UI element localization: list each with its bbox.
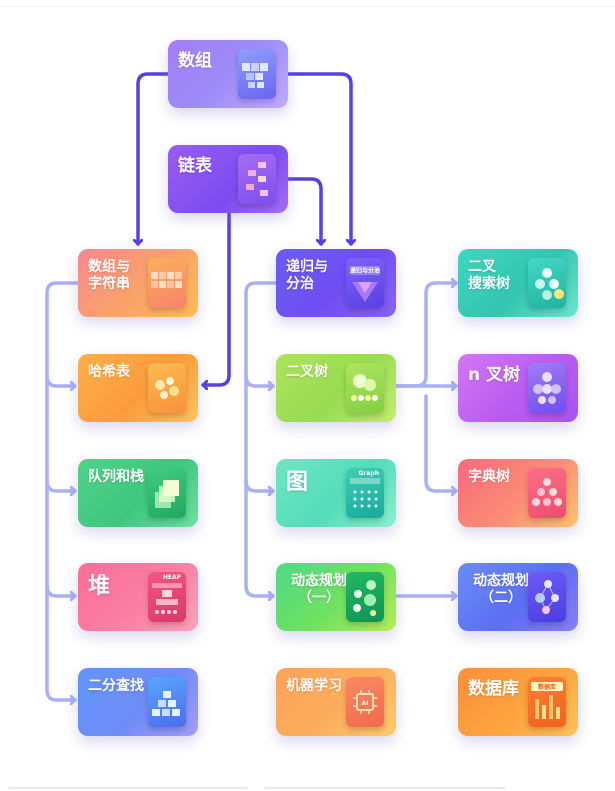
node-bst[interactable]: 二叉 搜索树 — [458, 249, 578, 317]
node-binary-search[interactable]: 二分查找 — [78, 668, 198, 736]
node-label: 图 — [286, 470, 309, 495]
machine-learning-icon: AI — [346, 677, 384, 727]
edge-left-to-queue — [45, 479, 77, 491]
node-label: 二叉 搜索树 — [468, 259, 510, 292]
hash-table-icon — [148, 363, 186, 413]
node-label: n 叉树 — [468, 365, 521, 385]
node-label: 字典树 — [468, 469, 510, 485]
node-trie[interactable]: 字典树 — [458, 459, 578, 527]
node-label: 数据库 — [468, 679, 519, 699]
dp2-icon — [528, 572, 566, 622]
edge-left-to-heap — [45, 584, 77, 596]
edge-left-trunk — [45, 281, 79, 700]
thumb-text: AI — [362, 700, 369, 707]
node-label: 队列和栈 — [88, 469, 144, 485]
edge-list-to-recursion — [286, 177, 321, 246]
node-label: 数组 — [178, 51, 212, 71]
node-machine-learning[interactable]: 机器学习 AI — [276, 668, 396, 736]
edge-mid-to-binary-tree — [244, 374, 275, 386]
binary-search-icon — [148, 677, 186, 727]
node-label: 二分查找 — [88, 678, 144, 694]
node-array-string[interactable]: 数组与 字符串 — [78, 249, 198, 317]
thumb-text: 数据库 — [538, 683, 556, 691]
edge-mid-to-graph — [244, 479, 275, 491]
edge-mid-trunk — [244, 281, 278, 596]
node-label: 递归与 分治 — [286, 259, 328, 292]
trie-icon — [528, 468, 566, 518]
linked-list-icon — [238, 154, 276, 204]
dp1-icon — [346, 572, 384, 622]
node-array[interactable]: 数组 — [168, 40, 288, 108]
node-heap[interactable]: 堆 HEAP — [78, 563, 198, 631]
database-icon: 数据库 — [528, 677, 566, 727]
node-label: 二叉树 — [286, 364, 328, 380]
edge-left-to-hash — [45, 374, 77, 386]
node-hash-table[interactable]: 哈希表 — [78, 354, 198, 422]
node-binary-tree[interactable]: 二叉树 — [276, 354, 396, 422]
edge-array-to-recursion — [286, 72, 351, 246]
node-database[interactable]: 数据库 数据库 — [458, 668, 578, 736]
node-dp1[interactable]: 动态规划 （一） — [276, 563, 396, 631]
node-label: 堆 — [88, 574, 111, 599]
array-icon — [238, 49, 276, 99]
node-queue-stack[interactable]: 队列和栈 — [78, 459, 198, 527]
edge-bt-trunk — [394, 283, 458, 388]
recursion-icon: 递归与分治 — [346, 258, 384, 308]
bottom-divider-left — [8, 787, 248, 789]
node-dp2[interactable]: 动态规划 （二） — [458, 563, 578, 631]
node-graph[interactable]: 图 Graph — [276, 459, 396, 527]
array-string-icon — [148, 258, 186, 308]
node-label: 哈希表 — [88, 364, 130, 380]
node-nary-tree[interactable]: n 叉树 — [458, 354, 578, 422]
node-label: 链表 — [178, 156, 212, 176]
heap-icon: HEAP — [148, 572, 186, 622]
graph-icon: Graph — [346, 468, 384, 518]
bottom-divider-right — [264, 787, 506, 789]
node-label: 机器学习 — [286, 678, 342, 694]
edge-array-to-array-string — [138, 72, 172, 246]
thumb-text: 递归与分治 — [350, 267, 380, 275]
binary-tree-icon — [346, 363, 384, 413]
queue-stack-icon — [148, 468, 186, 518]
thumb-text: Graph — [359, 470, 380, 477]
thumb-text: HEAP — [163, 574, 182, 581]
edge-list-to-hash — [201, 211, 231, 385]
top-divider — [0, 6, 615, 7]
bst-icon — [528, 258, 566, 308]
nary-tree-icon — [528, 363, 566, 413]
node-recursion[interactable]: 递归与 分治 递归与分治 — [276, 249, 396, 317]
node-label: 动态规划 （一） — [291, 573, 347, 606]
edge-bt-to-trie — [424, 394, 458, 491]
node-linked-list[interactable]: 链表 — [168, 145, 288, 213]
node-label: 动态规划 （二） — [473, 573, 529, 606]
node-label: 数组与 字符串 — [88, 259, 130, 292]
